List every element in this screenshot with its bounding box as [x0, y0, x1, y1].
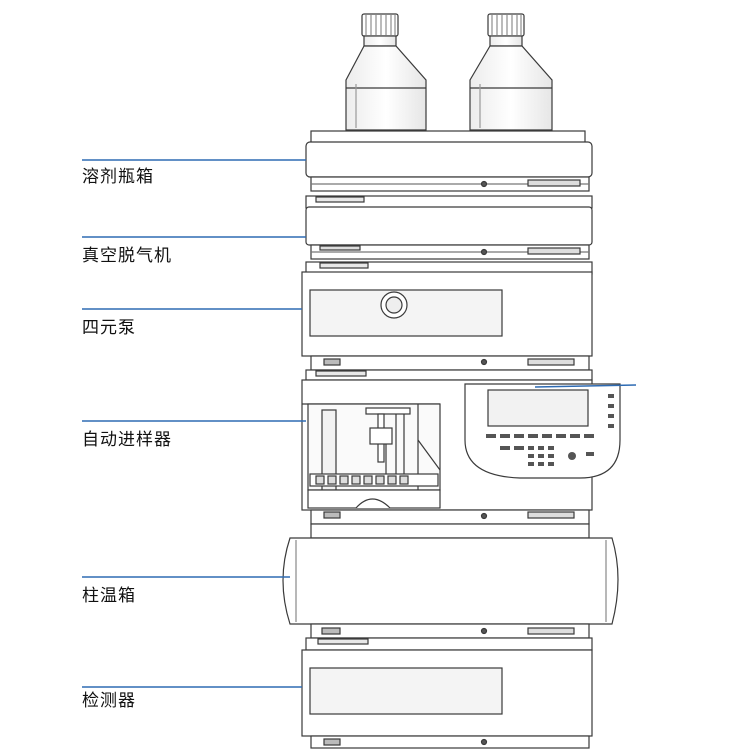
label-solvent-tray: 溶剂瓶箱 [82, 167, 154, 187]
label-quaternary-pump: 四元泵 [82, 318, 136, 338]
vacuum-degasser-module [305, 195, 593, 260]
solvent-bottle-right [469, 13, 553, 131]
column-oven-module [282, 523, 619, 639]
label-vacuum-degasser: 真空脱气机 [82, 246, 172, 266]
leader-line-panel [534, 384, 637, 388]
solvent-cabinet-module [305, 130, 593, 192]
solvent-bottle-left [345, 13, 427, 131]
autosampler-module [301, 369, 621, 525]
label-detector: 检测器 [82, 691, 136, 711]
label-column-oven: 柱温箱 [82, 586, 136, 606]
leader-lines [82, 159, 637, 688]
label-autosampler: 自动进样器 [82, 430, 172, 450]
quaternary-pump-module [301, 261, 593, 371]
detector-module [301, 637, 593, 749]
